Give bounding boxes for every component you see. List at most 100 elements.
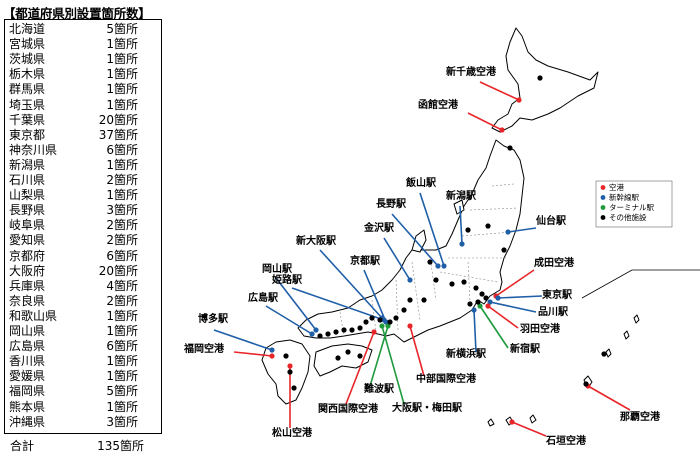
prefecture-count: 5箇所 — [106, 22, 138, 36]
location-label: 新横浜駅 — [446, 347, 487, 360]
prefecture-count: 1箇所 — [106, 354, 138, 369]
prefecture-count: 2箇所 — [106, 293, 138, 308]
location-label: 飯山駅 — [405, 176, 437, 189]
location-label: 羽田空港 — [520, 322, 561, 335]
other-facility-marker — [317, 333, 323, 339]
leader-line — [419, 192, 445, 267]
location-label: 福岡空港 — [183, 342, 225, 355]
other-facility-marker — [467, 301, 473, 307]
prefecture-count: 2箇所 — [106, 218, 138, 233]
facility-marker — [459, 241, 465, 247]
leader-line — [381, 325, 405, 405]
other-facility-marker — [377, 317, 383, 323]
ryukyu-islet-1 — [605, 348, 612, 358]
facility-marker — [407, 323, 413, 329]
prefecture-count: 4箇所 — [106, 278, 138, 293]
prefecture-name: 香川県 — [9, 354, 46, 369]
prefecture-count: 37箇所 — [98, 127, 138, 142]
facility-marker — [379, 323, 385, 329]
location-label: 姫路駅 — [272, 273, 303, 286]
other-facility-marker — [357, 353, 363, 359]
location-label: 石垣空港 — [545, 434, 587, 447]
other-facility-marker — [473, 285, 479, 291]
noto-peninsula — [411, 229, 427, 253]
leader-line — [467, 112, 503, 131]
other-facility-marker — [283, 353, 289, 359]
prefecture-count: 1箇所 — [106, 308, 138, 323]
prefecture-name: 岐阜県 — [9, 218, 46, 233]
prefecture-count: 20箇所 — [98, 263, 138, 278]
location-label: 博多駅 — [198, 312, 229, 325]
leader-line — [479, 305, 509, 349]
other-facility-marker — [537, 75, 543, 81]
other-facility-marker — [291, 385, 297, 391]
location-label: 岡山駅 — [262, 262, 293, 275]
prefecture-name: 奈良県 — [9, 293, 46, 308]
leader-line — [587, 385, 631, 411]
other-facility-marker — [401, 307, 407, 313]
facility-marker — [371, 329, 377, 335]
map-landmass — [261, 27, 640, 427]
prefecture-name: 兵庫県 — [9, 278, 46, 293]
facility-marker — [485, 303, 491, 309]
prefecture-name: 神奈川県 — [9, 142, 58, 157]
leader-line — [319, 249, 383, 319]
legend-marker — [600, 215, 606, 220]
facility-marker — [471, 307, 477, 313]
location-label: 長野駅 — [376, 198, 407, 210]
other-facility-marker — [369, 315, 375, 321]
leader-line — [479, 81, 520, 101]
facility-marker — [309, 331, 315, 337]
facility-marker — [441, 263, 447, 269]
location-label: 松山空港 — [272, 426, 313, 439]
other-facility-marker — [335, 355, 341, 361]
other-facility-marker — [479, 291, 485, 297]
other-facility-marker — [485, 223, 491, 229]
other-facility-marker — [501, 247, 507, 253]
leader-line — [291, 287, 385, 321]
other-facility-marker — [387, 319, 393, 325]
okinawa-inset-frame — [581, 269, 700, 299]
prefecture-count: 2箇所 — [106, 173, 138, 187]
location-label: 大阪駅・梅田駅 — [392, 401, 463, 414]
legend-box — [595, 180, 673, 228]
table-row: 熊本県 1箇所 — [6, 399, 156, 415]
ryukyu-islet-2 — [623, 330, 630, 340]
prefecture-name: 熊本県 — [9, 399, 46, 414]
location-label: 中部国際空港 — [416, 372, 477, 385]
prefecture-name: 愛媛県 — [9, 369, 46, 384]
location-label: 新大阪駅 — [296, 234, 337, 247]
prefecture-count: 1箇所 — [106, 157, 138, 172]
prefecture-name: 愛知県 — [9, 233, 46, 248]
legend-label: 空港 — [609, 182, 624, 192]
legend-label: 新幹線駅 — [609, 192, 639, 202]
legend-label: ターミナル駅 — [609, 203, 654, 212]
prefecture-name: 沖縄県 — [9, 414, 46, 429]
prefecture-count: 3箇所 — [106, 203, 138, 218]
facility-marker — [435, 263, 441, 269]
boundary-7 — [411, 261, 421, 321]
prefecture-count: 1箇所 — [106, 82, 138, 97]
total-label: 合計 — [10, 439, 35, 453]
facility-marker — [313, 327, 319, 333]
leader-line — [233, 351, 273, 357]
leader-line — [507, 227, 537, 233]
location-label: 品川駅 — [538, 306, 569, 318]
prefecture-count: 1箇所 — [106, 399, 138, 414]
